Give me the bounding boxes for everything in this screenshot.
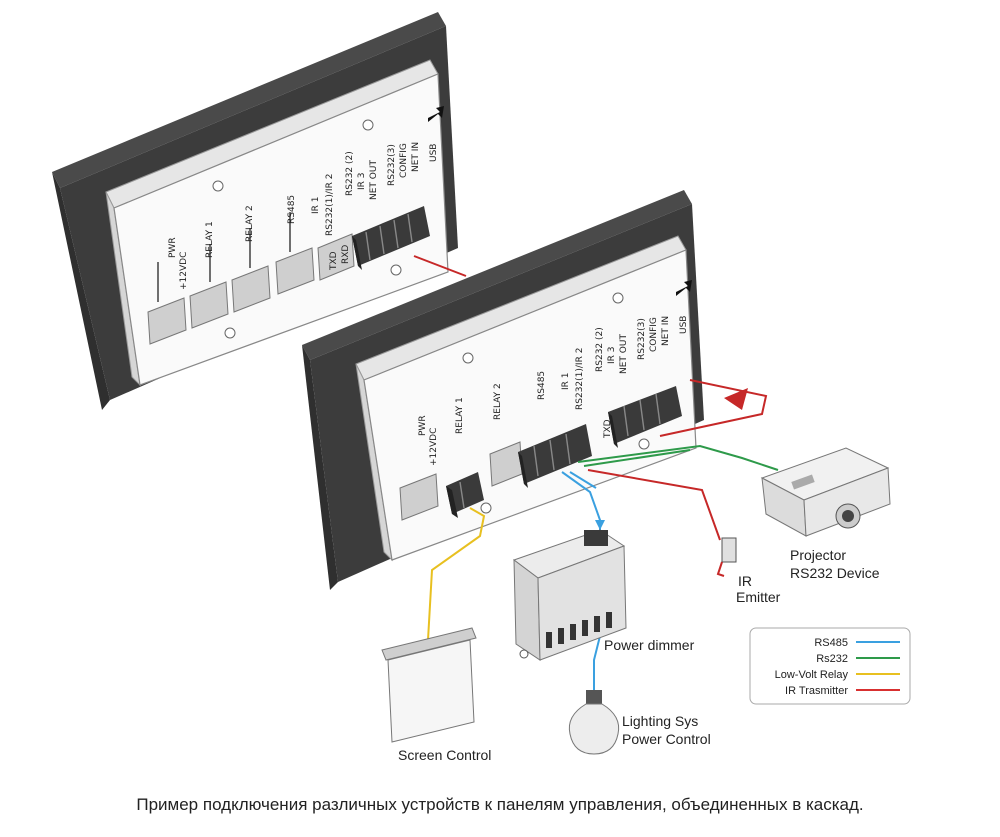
usb-arrow-icon	[676, 280, 692, 296]
terminal-block-rs485	[518, 424, 592, 488]
label-ir1: IR 1	[311, 197, 321, 215]
lighting-label: Lighting Sys	[622, 713, 698, 729]
ir-wire	[587, 469, 721, 541]
label-txd: TXD	[603, 419, 613, 439]
ir-arrow-icon	[724, 388, 748, 410]
lighting-label-2: Power Control	[622, 731, 711, 747]
label-rs232-2: RS232 (2)	[595, 327, 605, 372]
label-rs232-2: RS232 (2)	[345, 151, 355, 196]
usb-arrow-icon	[428, 106, 444, 122]
legend-label: Rs232	[816, 653, 848, 665]
light-bulb-icon	[568, 690, 620, 755]
label-rs232-1: RS232(1)/IR 2	[325, 174, 335, 236]
label-relay2: RELAY 2	[493, 383, 503, 420]
legend-label: RS485	[814, 637, 848, 649]
ir-label: IR	[738, 573, 752, 589]
rs232-wire	[577, 444, 779, 471]
projector-icon	[760, 447, 891, 537]
terminal-block-relay	[446, 472, 484, 518]
ir-wire-2	[659, 379, 768, 437]
label-ir3: IR 3	[607, 347, 617, 365]
label-rs232-3: RS232(3)	[637, 318, 647, 360]
lighting-wire	[593, 635, 601, 690]
rs485-arrow-icon	[595, 520, 605, 530]
label-netin: NET IN	[411, 142, 421, 172]
dimmer-label: Power dimmer	[604, 637, 695, 653]
label-relay1: RELAY 1	[205, 221, 215, 258]
projector-label-2: RS232 Device	[790, 565, 880, 581]
projector-label: Projector	[790, 547, 846, 563]
figure-caption: Пример подключения различных устройств к…	[136, 795, 864, 814]
panel-2-labels: PWR +12VDC RELAY 1 RELAY 2 RS485 IR 1 RS…	[418, 316, 689, 466]
control-panel-2: PWR +12VDC RELAY 1 RELAY 2 RS485 IR 1 RS…	[302, 190, 704, 590]
ir-emitter-icon	[716, 537, 737, 577]
label-pwr: PWR	[168, 237, 178, 258]
label-config: CONFIG	[649, 317, 659, 352]
legend-label: Low-Volt Relay	[775, 669, 849, 681]
label-rs485: RS485	[537, 371, 547, 400]
label-netin: NET IN	[661, 316, 671, 346]
label-rxd: RXD	[341, 245, 351, 264]
projection-screen-icon	[381, 627, 477, 743]
label-pwr: PWR	[418, 415, 428, 436]
label-config: CONFIG	[399, 143, 409, 178]
label-rs232-1: RS232(1)/IR 2	[575, 348, 585, 410]
terminal-block-rs232	[608, 386, 682, 448]
panel-1-labels: PWR +12VDC RELAY 1 RELAY 2 RS485 IR 1 RS…	[168, 142, 439, 290]
label-netout: NET OUT	[619, 334, 629, 374]
control-panel-1: PWR +12VDC RELAY 1 RELAY 2 RS485 IR 1 RS…	[52, 12, 458, 410]
cascade-wire	[413, 255, 467, 277]
label-12vdc: +12VDC	[429, 428, 439, 466]
label-rs485: RS485	[287, 195, 297, 224]
rs485-wire-2	[569, 471, 597, 489]
label-usb: USB	[679, 316, 689, 334]
label-netout: NET OUT	[369, 160, 379, 200]
legend-label: IR Trasmitter	[785, 685, 848, 697]
relay-wire	[427, 507, 486, 641]
label-relay2: RELAY 2	[245, 205, 255, 242]
ir-label-2: Emitter	[736, 589, 781, 605]
label-rs232-3: RS232(3)	[387, 144, 397, 186]
rs232-wire-2	[583, 449, 691, 467]
label-ir1: IR 1	[561, 373, 571, 391]
label-ir3: IR 3	[357, 173, 367, 191]
label-12vdc: +12VDC	[179, 252, 189, 290]
power-dimmer-icon	[512, 529, 627, 661]
label-txd: TXD	[329, 251, 339, 271]
screen-label: Screen Control	[398, 747, 491, 763]
label-relay1: RELAY 1	[455, 397, 465, 434]
label-usb: USB	[429, 144, 439, 162]
cascade-wiring-diagram: PWR +12VDC RELAY 1 RELAY 2 RS485 IR 1 RS…	[52, 12, 911, 763]
